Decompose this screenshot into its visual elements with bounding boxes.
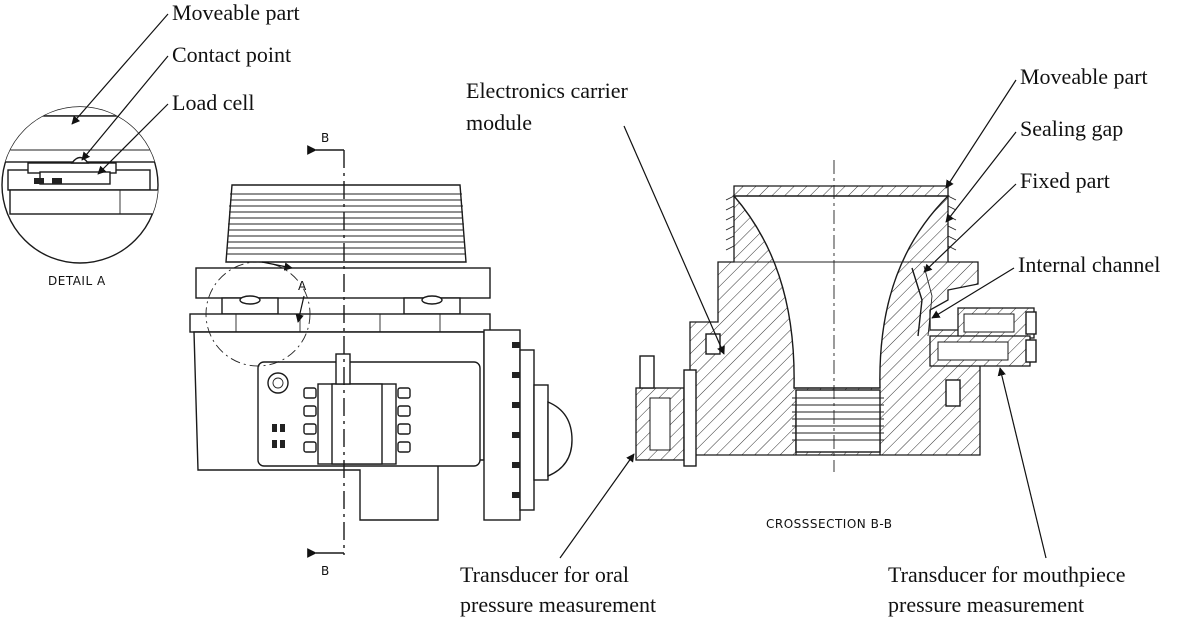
- leader-contact-point: [81, 55, 169, 161]
- leader-transducer-oral: [559, 453, 635, 559]
- section-marker-top: B: [321, 131, 330, 145]
- crosssection-view: CROSSSECTION B-B: [635, 160, 1037, 531]
- label-transducer-mouthpiece-line1: Transducer for mouthpiece: [888, 562, 1125, 587]
- connector-cap: [547, 400, 573, 478]
- label-transducer-oral-line1: Transducer for oral: [460, 562, 629, 587]
- threaded-collar: [225, 184, 467, 263]
- section-marker-bottom: B: [321, 564, 330, 578]
- leader-load-cell: [97, 103, 169, 175]
- label-electronics-carrier-line2: module: [466, 110, 532, 135]
- internal-channel-path: [911, 267, 923, 337]
- label-moveable-part-detail: Moveable part: [172, 0, 300, 25]
- label-electronics-carrier-line1: Electronics carrier: [466, 78, 629, 103]
- label-sealing-gap: Sealing gap: [1020, 116, 1123, 141]
- label-contact-point: Contact point: [172, 42, 291, 67]
- mounting-screw: [267, 372, 289, 394]
- leader-internal-channel: [931, 267, 1015, 319]
- side-view: A B B: [189, 131, 573, 578]
- side-pcb: [483, 329, 521, 521]
- label-load-cell: Load cell: [172, 90, 254, 115]
- flange-plate: [195, 267, 491, 299]
- leader-transducer-mouthpiece: [997, 367, 1047, 559]
- leader-sealing-gap: [945, 131, 1017, 223]
- thread-lines: [227, 193, 465, 255]
- label-internal-channel: Internal channel: [1018, 252, 1160, 277]
- mouthpiece-funnel-bore: [732, 195, 950, 389]
- crosssection-caption: CROSSSECTION B-B: [766, 517, 892, 531]
- lower-bore-thread: [795, 389, 881, 453]
- label-transducer-mouthpiece-line2: pressure measurement: [888, 592, 1084, 617]
- chip-pins: [303, 387, 411, 453]
- leader-moveable-part-detail: [71, 13, 169, 125]
- carrier-plate: [189, 313, 491, 333]
- leader-fixed-part: [923, 183, 1017, 273]
- leader-electronics-carrier: [623, 125, 725, 355]
- detail-a-marker: A: [298, 279, 307, 293]
- label-moveable-part-section: Moveable part: [1020, 64, 1148, 89]
- detail-a-caption: DETAIL A: [48, 274, 106, 288]
- label-transducer-oral-line2: pressure measurement: [460, 592, 656, 617]
- detail-a-callout-circle: [205, 261, 311, 367]
- label-fixed-part: Fixed part: [1020, 168, 1110, 193]
- leader-moveable-part-section: [945, 79, 1017, 189]
